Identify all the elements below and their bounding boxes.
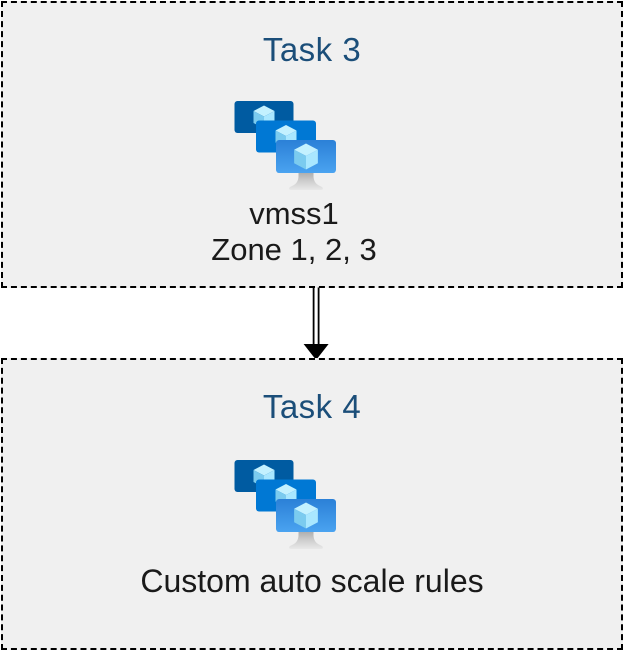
task3-title: Task 3 xyxy=(262,31,362,68)
vm-scale-sets-icon xyxy=(234,454,336,554)
task4-box: Task 4 Custom auto scale rules xyxy=(1,358,623,650)
task3-caption: vmss1 Zone 1, 2, 3 xyxy=(0,196,603,268)
task3-box: Task 3 vmss1 Zone 1, 2, 3 xyxy=(1,1,623,288)
task4-label: Custom auto scale rules xyxy=(140,563,484,599)
zones-label: Zone 1, 2, 3 xyxy=(211,232,377,267)
task4-title: Task 4 xyxy=(262,388,362,425)
vm-scale-sets-icon xyxy=(234,95,336,195)
vmss-name-label: vmss1 xyxy=(249,196,339,231)
down-arrow-connector xyxy=(303,287,329,360)
